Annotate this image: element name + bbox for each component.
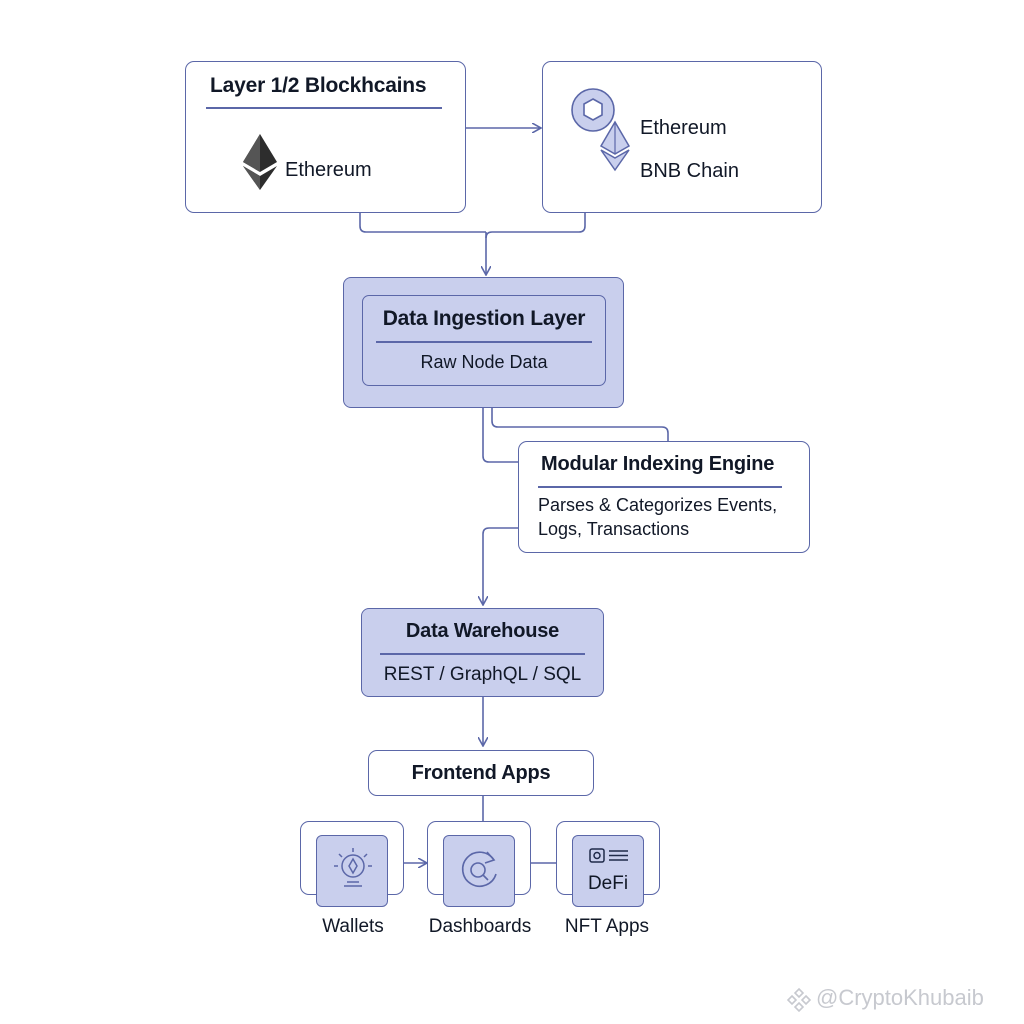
nft-apps-tile: DeFi xyxy=(556,821,660,907)
refresh-search-icon xyxy=(461,851,497,887)
indexing-engine-desc-line1: Parses & Categorizes Events, xyxy=(538,495,778,515)
frontend-apps-box: Frontend Apps xyxy=(368,750,594,796)
nft-apps-label: NFT Apps xyxy=(564,916,650,937)
ethereum-icon xyxy=(243,134,277,190)
line-ingestion-to-indexing-a xyxy=(482,407,518,463)
chain-item-ethereum: Ethereum xyxy=(640,117,727,139)
ethereum-outline-icon xyxy=(599,120,631,172)
line-layer-down xyxy=(359,212,486,233)
layer-blockchains-title: Layer 1/2 Blockhcains xyxy=(210,74,427,97)
watermark-handle: @CryptoKhubaib xyxy=(816,985,984,1010)
indexing-engine-box: Modular Indexing Engine Parses & Categor… xyxy=(518,441,810,553)
dashboards-tile xyxy=(427,821,531,907)
data-warehouse-title: Data Warehouse xyxy=(405,620,560,642)
data-ingestion-inner-box: Data Ingestion Layer Raw Node Data xyxy=(362,295,606,386)
data-ingestion-outer-box: Data Ingestion Layer Raw Node Data xyxy=(343,277,624,408)
nft-apps-tile-inner: DeFi xyxy=(572,835,644,907)
data-warehouse-subtitle: REST / GraphQL / SQL xyxy=(383,664,582,685)
chain-link-icon xyxy=(571,88,615,132)
line-chains-down xyxy=(485,212,586,239)
data-ingestion-title: Data Ingestion Layer xyxy=(382,307,586,330)
arrow-indexing-to-warehouse xyxy=(483,527,518,604)
defi-tile-label: DeFi xyxy=(587,873,629,894)
binance-logo-icon xyxy=(786,987,812,1012)
defi-icon xyxy=(589,848,628,863)
line-ingestion-to-indexing-b xyxy=(491,407,669,441)
wallet-bulb-icon xyxy=(334,848,372,887)
data-ingestion-divider xyxy=(376,341,592,343)
dashboards-tile-inner xyxy=(443,835,515,907)
wallets-tile xyxy=(300,821,404,907)
layer-blockchains-box: Layer 1/2 Blockhcains Ethereum xyxy=(185,61,466,213)
wallets-label: Wallets xyxy=(322,916,384,937)
indexing-engine-title: Modular Indexing Engine xyxy=(541,453,775,475)
data-warehouse-divider xyxy=(380,653,585,655)
wallets-tile-inner xyxy=(316,835,388,907)
data-ingestion-subtitle: Raw Node Data xyxy=(420,352,548,372)
layer-chain-ethereum-label: Ethereum xyxy=(285,159,372,181)
dashboards-label: Dashboards xyxy=(428,916,532,937)
chain-item-bnb: BNB Chain xyxy=(640,160,739,182)
layer-blockchains-divider xyxy=(206,107,442,109)
chains-box: Ethereum BNB Chain xyxy=(542,61,822,213)
frontend-apps-title: Frontend Apps xyxy=(411,762,551,784)
data-warehouse-box: Data Warehouse REST / GraphQL / SQL xyxy=(361,608,604,697)
indexing-engine-divider xyxy=(538,486,782,488)
indexing-engine-desc-line2: Logs, Transactions xyxy=(538,519,690,539)
